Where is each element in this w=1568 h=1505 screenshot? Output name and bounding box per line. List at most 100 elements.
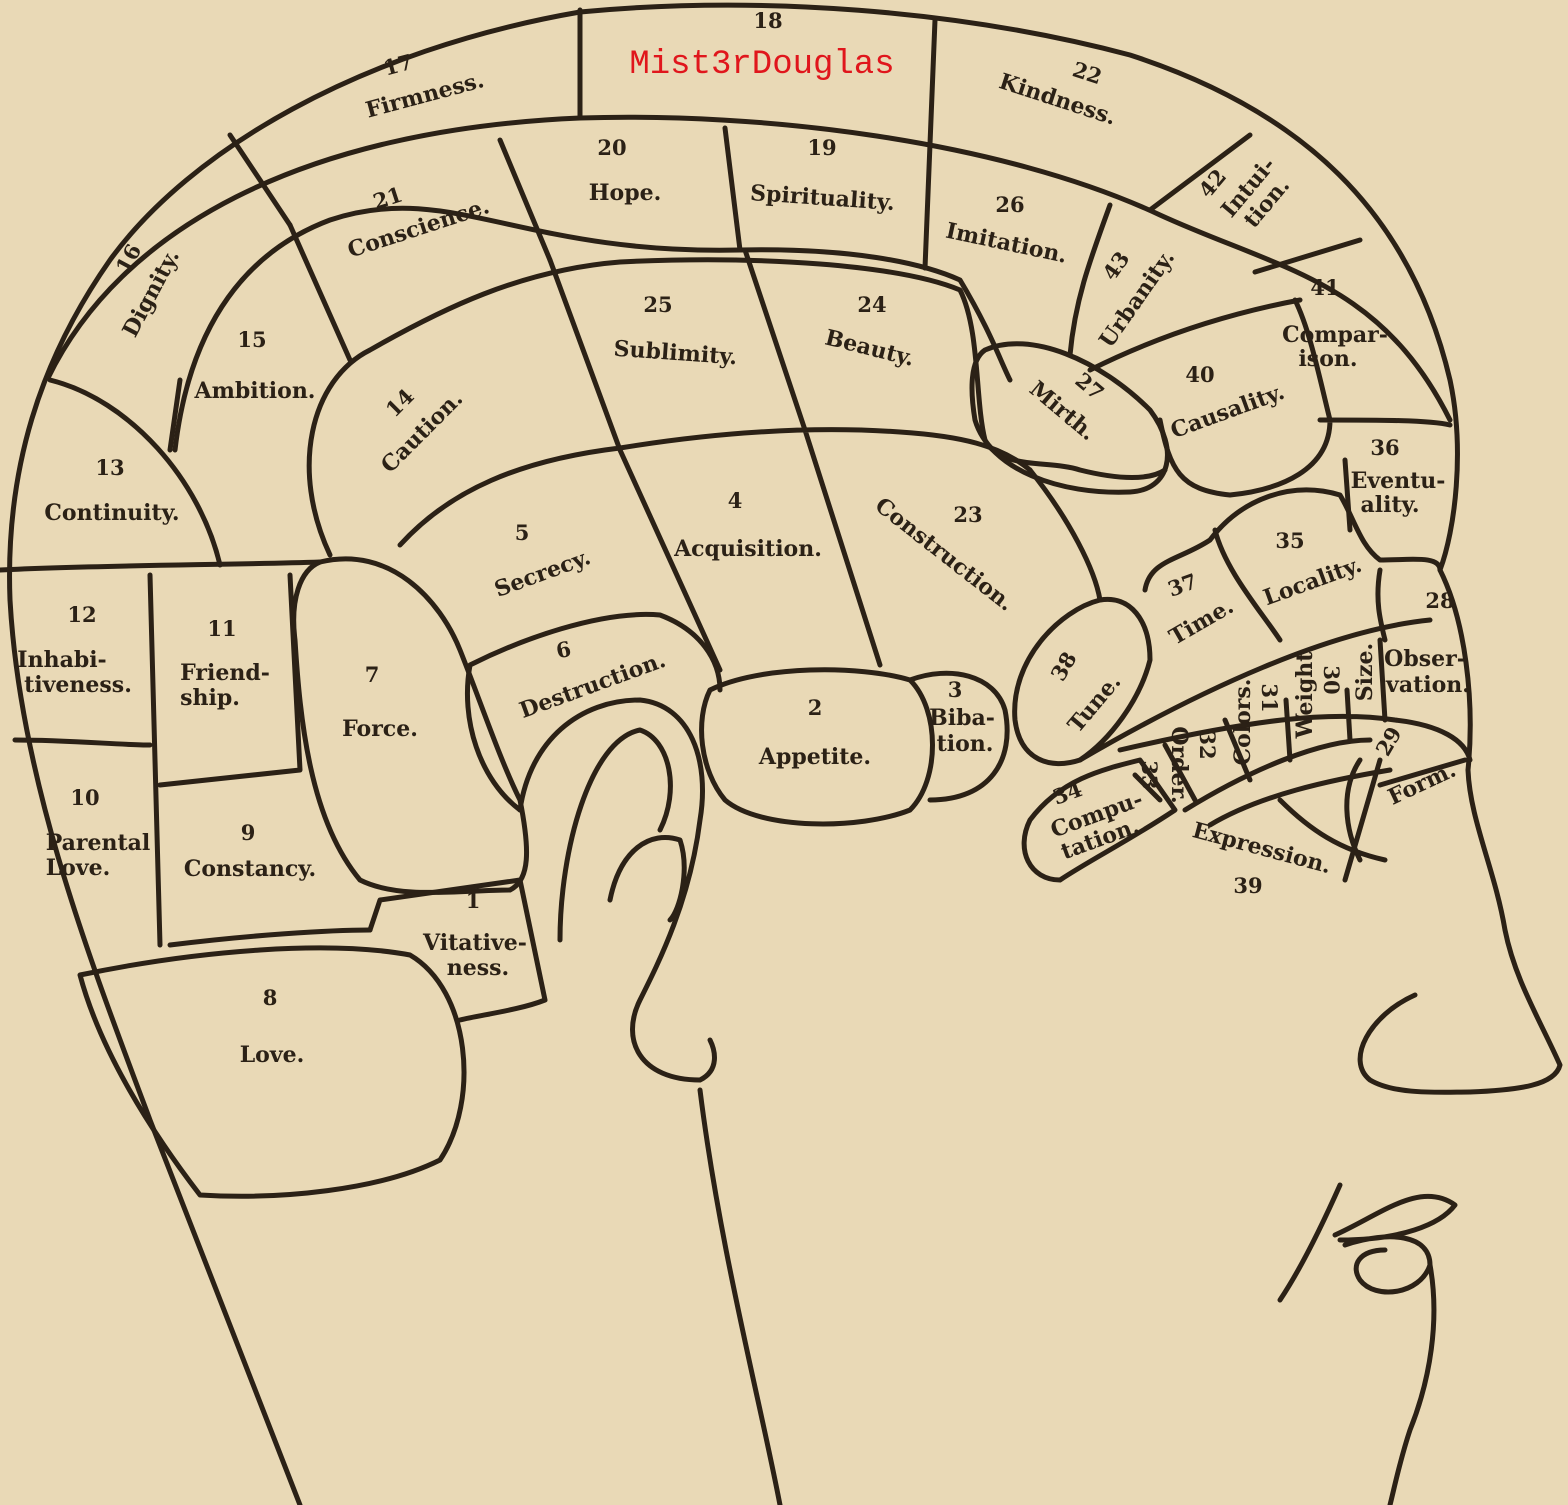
region-number: 39 — [1233, 873, 1262, 898]
region-number: 20 — [597, 135, 626, 160]
region-label: Appetite. — [758, 744, 871, 770]
destruction-oval — [465, 611, 723, 813]
watermark-text: Mist3rDouglas — [629, 46, 894, 84]
region-number: 29 — [1370, 722, 1406, 760]
tune-oval — [1012, 596, 1153, 767]
region-number: 30 — [1319, 665, 1344, 694]
region-label: Force. — [342, 716, 418, 742]
region-label: Vitative- — [422, 930, 527, 956]
region-label: ness. — [447, 955, 509, 981]
region-label: Compar- — [1282, 322, 1388, 348]
region-number: 7 — [365, 662, 380, 687]
region-number: 19 — [807, 135, 836, 160]
region-number: 38 — [1045, 647, 1081, 685]
region-label: Order. — [1166, 726, 1192, 803]
boundary — [47, 7, 1363, 568]
region-number: 14 — [381, 384, 419, 422]
computation-oval — [1021, 757, 1178, 883]
region-number: 13 — [95, 455, 124, 480]
region-label: Continuity. — [44, 500, 179, 526]
region-number: 33 — [1137, 760, 1162, 789]
region-number: 37 — [1164, 568, 1200, 601]
region-label: Time. — [1165, 593, 1238, 650]
head-outline — [7, 2, 1563, 1505]
region-label: vation. — [1385, 672, 1470, 698]
back-neck — [697, 1087, 783, 1505]
region-number: 35 — [1275, 528, 1304, 553]
region-number: 40 — [1185, 362, 1214, 387]
region-label: Construction. — [870, 492, 1019, 616]
region-label: tion. — [937, 731, 994, 757]
region-label: ality. — [1360, 492, 1419, 518]
region-label: Spirituality. — [749, 180, 895, 216]
region-number: 41 — [1310, 275, 1339, 300]
region-number: 5 — [515, 520, 530, 545]
boundary — [397, 247, 1033, 673]
region-number: 2 — [808, 695, 823, 720]
boundary — [1027, 467, 1443, 643]
region-number: 4 — [728, 488, 743, 513]
region-number: 32 — [1195, 730, 1220, 759]
boundary — [367, 877, 548, 1023]
region-label: Form. — [1384, 757, 1460, 811]
region-number: 22 — [1070, 56, 1106, 89]
region-label: Conscience. — [345, 193, 493, 263]
region-label: ison. — [1298, 346, 1357, 372]
region-number: 12 — [67, 602, 96, 627]
region-label: Causality. — [1167, 379, 1288, 444]
region-label: Locality. — [1260, 552, 1365, 612]
region-label: Imitation. — [943, 218, 1069, 269]
region-label: Friend- — [180, 660, 270, 686]
region-label: Love. — [46, 855, 111, 881]
brow-band — [1077, 567, 1473, 803]
region-label: Parental — [46, 830, 151, 856]
region-label: Inhabi- — [17, 647, 106, 673]
region-label: Hope. — [589, 180, 662, 206]
region-label: Eventu- — [1351, 468, 1446, 494]
lips — [1277, 1182, 1458, 1303]
boundary — [0, 222, 353, 573]
appetite-oval — [699, 667, 935, 827]
love-oval — [77, 945, 467, 1199]
region-number: 26 — [995, 192, 1024, 217]
region-label: Biba- — [929, 705, 995, 731]
region-number: 17 — [381, 49, 416, 81]
region-number: 16 — [110, 240, 146, 278]
region-number: 25 — [643, 292, 672, 317]
region-number: 43 — [1097, 247, 1134, 285]
region-number: 31 — [1257, 683, 1282, 712]
region-number: 18 — [753, 8, 782, 33]
region-label: Love. — [240, 1042, 305, 1068]
region-number: 11 — [207, 616, 236, 641]
region-label: tiveness. — [24, 672, 132, 698]
region-label: Weight — [1292, 651, 1318, 740]
region-number: 10 — [70, 785, 99, 810]
boundary — [1067, 202, 1453, 533]
region-label: Destruction. — [516, 647, 669, 724]
region-label: Secrecy. — [491, 544, 594, 603]
mirth-oval — [969, 341, 1170, 495]
boundary — [172, 205, 1013, 453]
region-number: 28 — [1425, 588, 1454, 613]
region-number: 8 — [263, 985, 278, 1010]
region-label: Constancy. — [184, 856, 316, 882]
region-number: 15 — [237, 327, 266, 352]
region-number: 9 — [241, 820, 256, 845]
region-number: 3 — [948, 677, 963, 702]
region-label: Sublimity. — [613, 336, 738, 371]
region-label: Size. — [1352, 643, 1378, 701]
chin-neck — [1387, 1262, 1437, 1505]
region-number: 6 — [554, 636, 574, 663]
region-label: Firmness. — [363, 67, 487, 124]
eye — [1182, 737, 1468, 883]
region-label: Beauty. — [822, 325, 917, 372]
region-label: ship. — [180, 685, 240, 711]
region-number: 24 — [857, 292, 886, 317]
boundary — [306, 257, 1168, 558]
region-label: Obser- — [1384, 646, 1466, 672]
region-number: 1 — [466, 888, 481, 913]
boundary — [12, 572, 373, 948]
region-number: 23 — [953, 502, 982, 527]
